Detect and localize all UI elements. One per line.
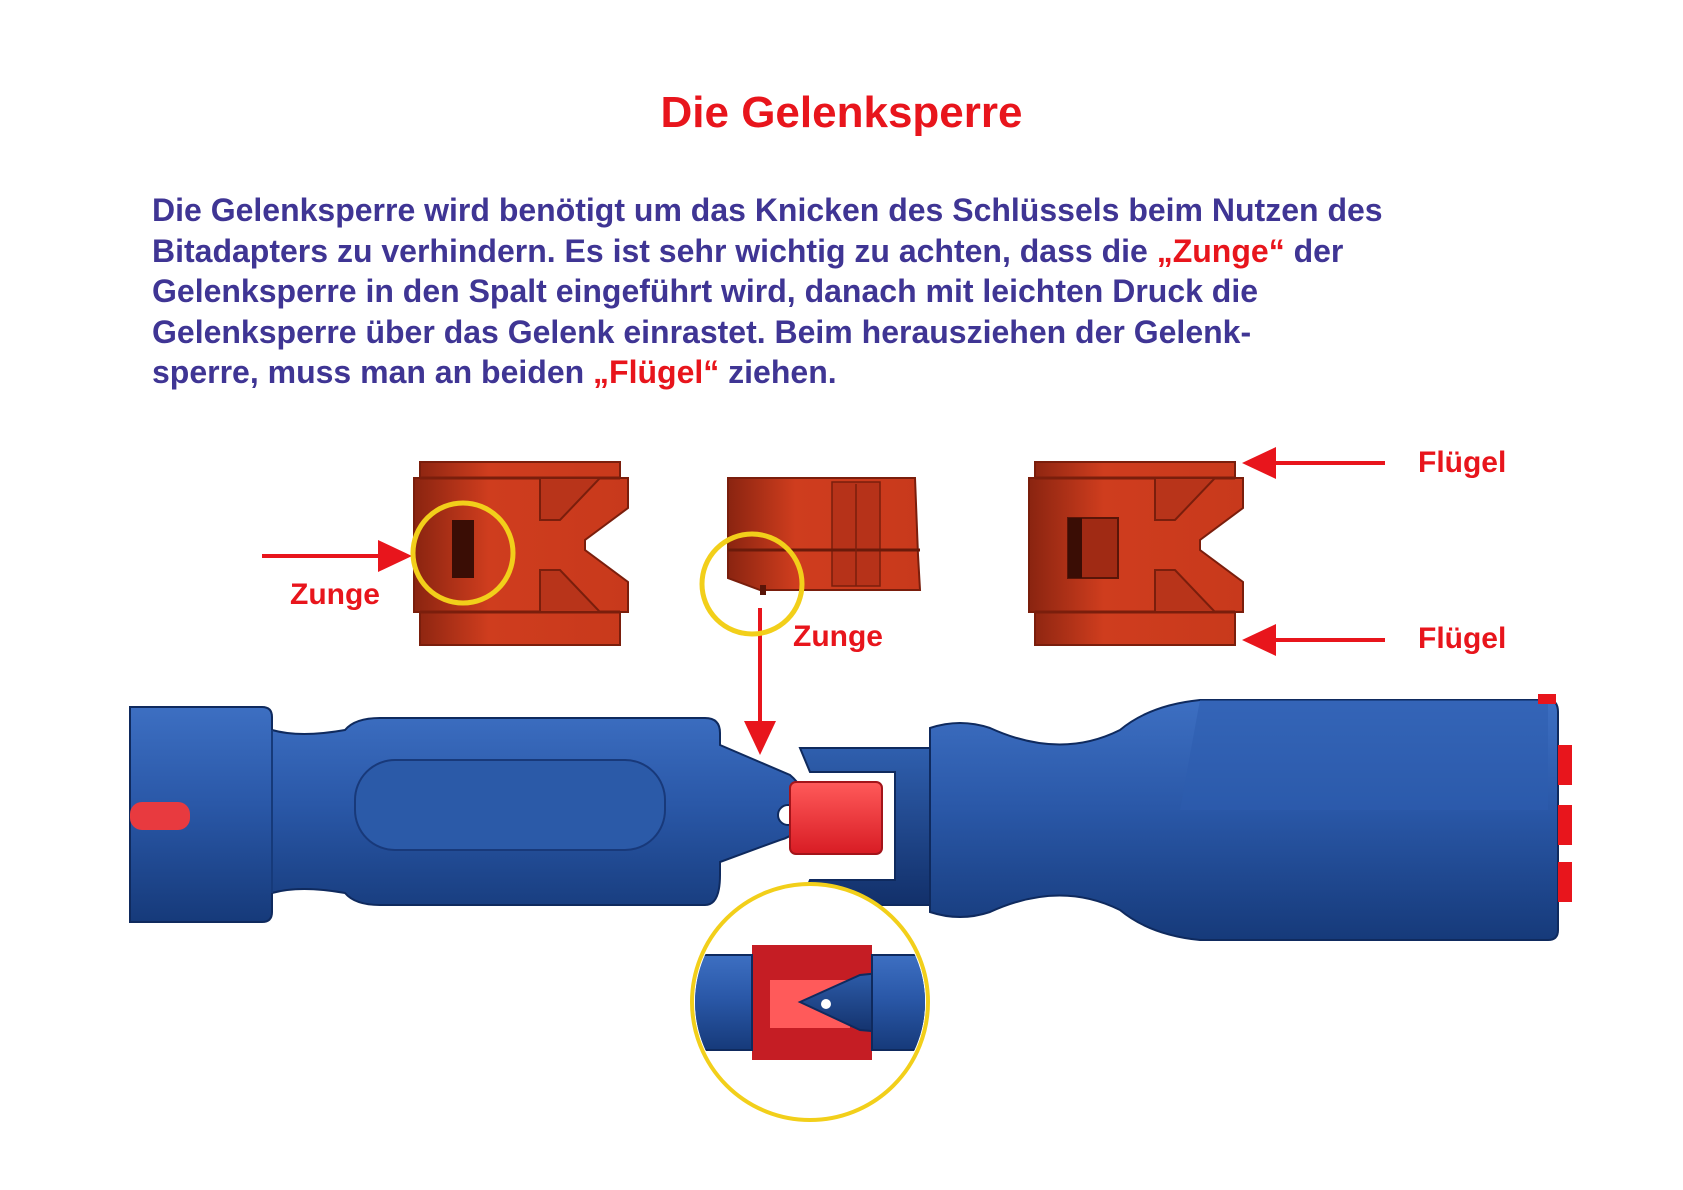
label-fluegel-bottom: Flügel (1418, 622, 1507, 655)
joint-red-block (789, 781, 883, 855)
lock-part-right (1028, 461, 1244, 646)
label-fluegel-top: Flügel (1418, 446, 1507, 479)
lock-part-left (413, 461, 629, 646)
paragraph-line-5: sperre, muss man an beiden „Flügel“ zieh… (152, 352, 1572, 393)
paragraph-line-2-end: der (1284, 232, 1344, 269)
paragraph-line-2-start: Bitadapters zu verhindern. Es ist sehr w… (152, 232, 1157, 269)
label-zunge-left: Zunge (290, 578, 380, 611)
key-right-half (798, 694, 1572, 941)
page-title: Die Gelenksperre (660, 88, 1023, 137)
paragraph-line-2: Bitadapters zu verhindern. Es ist sehr w… (152, 231, 1572, 272)
arrow-fluegel-bottom (1242, 624, 1385, 656)
lock-part-middle (727, 477, 922, 595)
key-left-half (129, 706, 807, 923)
arrow-zunge-down (744, 608, 776, 755)
paragraph-line-5-start: sperre, muss man an beiden (152, 354, 594, 390)
arrow-zunge-left (262, 540, 412, 572)
label-zunge-middle: Zunge (793, 620, 883, 653)
paragraph-line-3: Gelenksperre in den Spalt eingeführt wir… (152, 273, 1259, 309)
zoom-detail (690, 882, 930, 1122)
highlight-circle-middle (699, 531, 805, 637)
highlight-zunge: „Zunge“ (1156, 232, 1285, 269)
description-paragraph: Die Gelenksperre wird benötigt um das Kn… (152, 190, 1572, 393)
arrow-fluegel-top (1242, 447, 1385, 479)
highlight-fluegel: „Flügel“ (593, 354, 720, 390)
highlight-circle-left (410, 500, 516, 606)
paragraph-line-5-end: ziehen. (719, 354, 837, 390)
paragraph-line-1: Die Gelenksperre wird benötigt um das Kn… (152, 192, 1383, 228)
paragraph-line-4: Gelenksperre über das Gelenk einrastet. … (152, 313, 1252, 350)
